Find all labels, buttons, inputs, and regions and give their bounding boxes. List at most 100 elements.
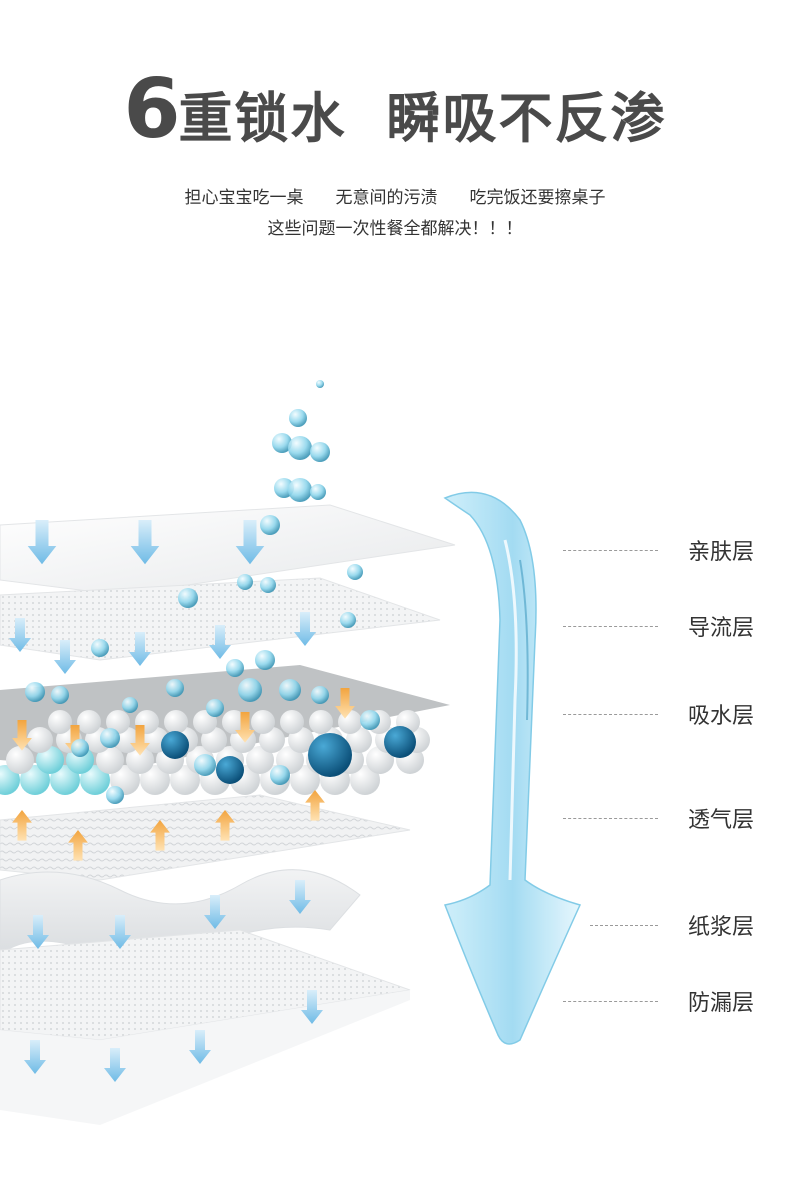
water-droplet xyxy=(311,686,329,704)
up-arrow xyxy=(68,830,88,861)
absorbent-bead xyxy=(170,765,200,795)
up-arrow xyxy=(215,810,235,841)
water-droplet xyxy=(347,564,363,580)
absorbent-bead xyxy=(350,765,380,795)
layer-leader-1 xyxy=(563,550,658,551)
absorbent-bead xyxy=(106,710,130,734)
down-arrow xyxy=(130,725,150,756)
absorbent-bead xyxy=(96,746,124,774)
absorbent-bead xyxy=(246,746,274,774)
down-arrow xyxy=(27,915,49,949)
layer-label-skin: 亲肤层 xyxy=(687,540,754,565)
up-arrow xyxy=(12,810,32,841)
water-droplet xyxy=(51,686,69,704)
water-droplet xyxy=(25,682,45,702)
layer-label-absorbent: 吸水层 xyxy=(687,704,754,729)
water-droplet xyxy=(178,588,198,608)
absorbent-bead xyxy=(222,710,246,734)
subtitle-phrase-3: 吃完饭还要擦桌子 xyxy=(469,188,606,208)
down-arrow xyxy=(54,640,76,674)
absorbent-bead xyxy=(50,765,80,795)
water-droplet xyxy=(360,710,380,730)
water-droplet xyxy=(238,678,262,702)
down-arrow xyxy=(9,618,31,652)
absorbent-bead-layer xyxy=(0,665,450,795)
down-arrow xyxy=(209,625,231,659)
water-droplet xyxy=(288,478,312,502)
subtitle-line1: 担心宝宝吃一桌 无意间的污渍 吃完饭还要擦桌子 xyxy=(0,183,790,208)
water-droplet xyxy=(237,574,253,590)
absorbent-bead xyxy=(6,746,34,774)
water-droplet xyxy=(91,639,109,657)
absorbent-bead xyxy=(290,765,320,795)
absorbent-layers-illustration xyxy=(0,380,582,1125)
absorbent-bead xyxy=(48,710,72,734)
headline-number: 6 xyxy=(123,62,180,157)
saturated-bead xyxy=(308,733,352,777)
water-droplet xyxy=(310,442,330,462)
headline-title-part1: 重锁水 xyxy=(178,87,347,150)
water-droplet xyxy=(226,659,244,677)
layer-leader-4 xyxy=(563,818,658,819)
layer-leader-5 xyxy=(590,925,658,926)
layer-leader-6 xyxy=(563,1001,658,1002)
water-droplet xyxy=(260,515,280,535)
down-arrow xyxy=(289,880,311,914)
absorbent-bead xyxy=(36,746,64,774)
down-arrow xyxy=(301,990,323,1024)
down-arrow xyxy=(235,520,265,565)
down-arrow xyxy=(130,520,160,565)
absorbent-bead xyxy=(20,765,50,795)
skin-friendly-sheet xyxy=(0,504,456,596)
water-droplet xyxy=(310,484,326,500)
absorbent-bead xyxy=(309,710,333,734)
subtitle-phrase-1: 担心宝宝吃一桌 xyxy=(184,188,304,208)
absorbent-bead xyxy=(27,727,53,753)
water-flow-arrow xyxy=(443,491,582,1045)
saturated-bead xyxy=(384,726,416,758)
water-droplet xyxy=(289,409,307,427)
down-arrow xyxy=(129,632,151,666)
absorbent-bead xyxy=(366,746,394,774)
water-droplet xyxy=(255,650,275,670)
subtitle-phrase-2: 无意间的污渍 xyxy=(335,188,438,208)
water-droplet xyxy=(100,728,120,748)
up-arrow xyxy=(305,790,325,821)
page-headline: 6重锁水瞬吸不反渗 xyxy=(0,62,790,157)
absorbent-bead xyxy=(77,710,101,734)
water-droplet xyxy=(340,612,356,628)
layer-leader-3 xyxy=(563,714,658,715)
down-arrow xyxy=(335,688,355,719)
water-droplet xyxy=(260,577,276,593)
breathable-sheet xyxy=(0,794,411,881)
down-arrow xyxy=(109,915,131,949)
water-droplet xyxy=(316,380,324,388)
absorbent-bead xyxy=(80,765,110,795)
saturated-bead xyxy=(161,731,189,759)
layer-leader-2 xyxy=(563,626,658,627)
layer-label-breathable: 透气层 xyxy=(687,808,754,833)
water-droplet xyxy=(122,697,138,713)
down-arrow xyxy=(204,895,226,929)
down-arrow xyxy=(12,720,32,751)
down-arrow xyxy=(104,1048,126,1082)
down-arrow xyxy=(235,712,255,743)
water-droplet xyxy=(194,754,216,776)
subtitle-line2: 这些问题一次性餐全都解决！！！ xyxy=(267,219,523,239)
absorbent-bead xyxy=(251,710,275,734)
water-droplet xyxy=(206,699,224,717)
down-arrow xyxy=(294,612,316,646)
layer-label-leakproof: 防漏层 xyxy=(687,991,754,1016)
water-droplet xyxy=(166,679,184,697)
saturated-bead xyxy=(216,756,244,784)
layer-label-pulp: 纸浆层 xyxy=(687,915,754,940)
water-droplet xyxy=(270,765,290,785)
up-arrow xyxy=(150,820,170,851)
down-arrow xyxy=(189,1030,211,1064)
absorbent-bead xyxy=(280,710,304,734)
water-droplet xyxy=(71,739,89,757)
water-droplet xyxy=(272,433,292,453)
layer-label-flow: 导流层 xyxy=(687,616,754,641)
down-arrow xyxy=(24,1040,46,1074)
water-droplet xyxy=(106,786,124,804)
